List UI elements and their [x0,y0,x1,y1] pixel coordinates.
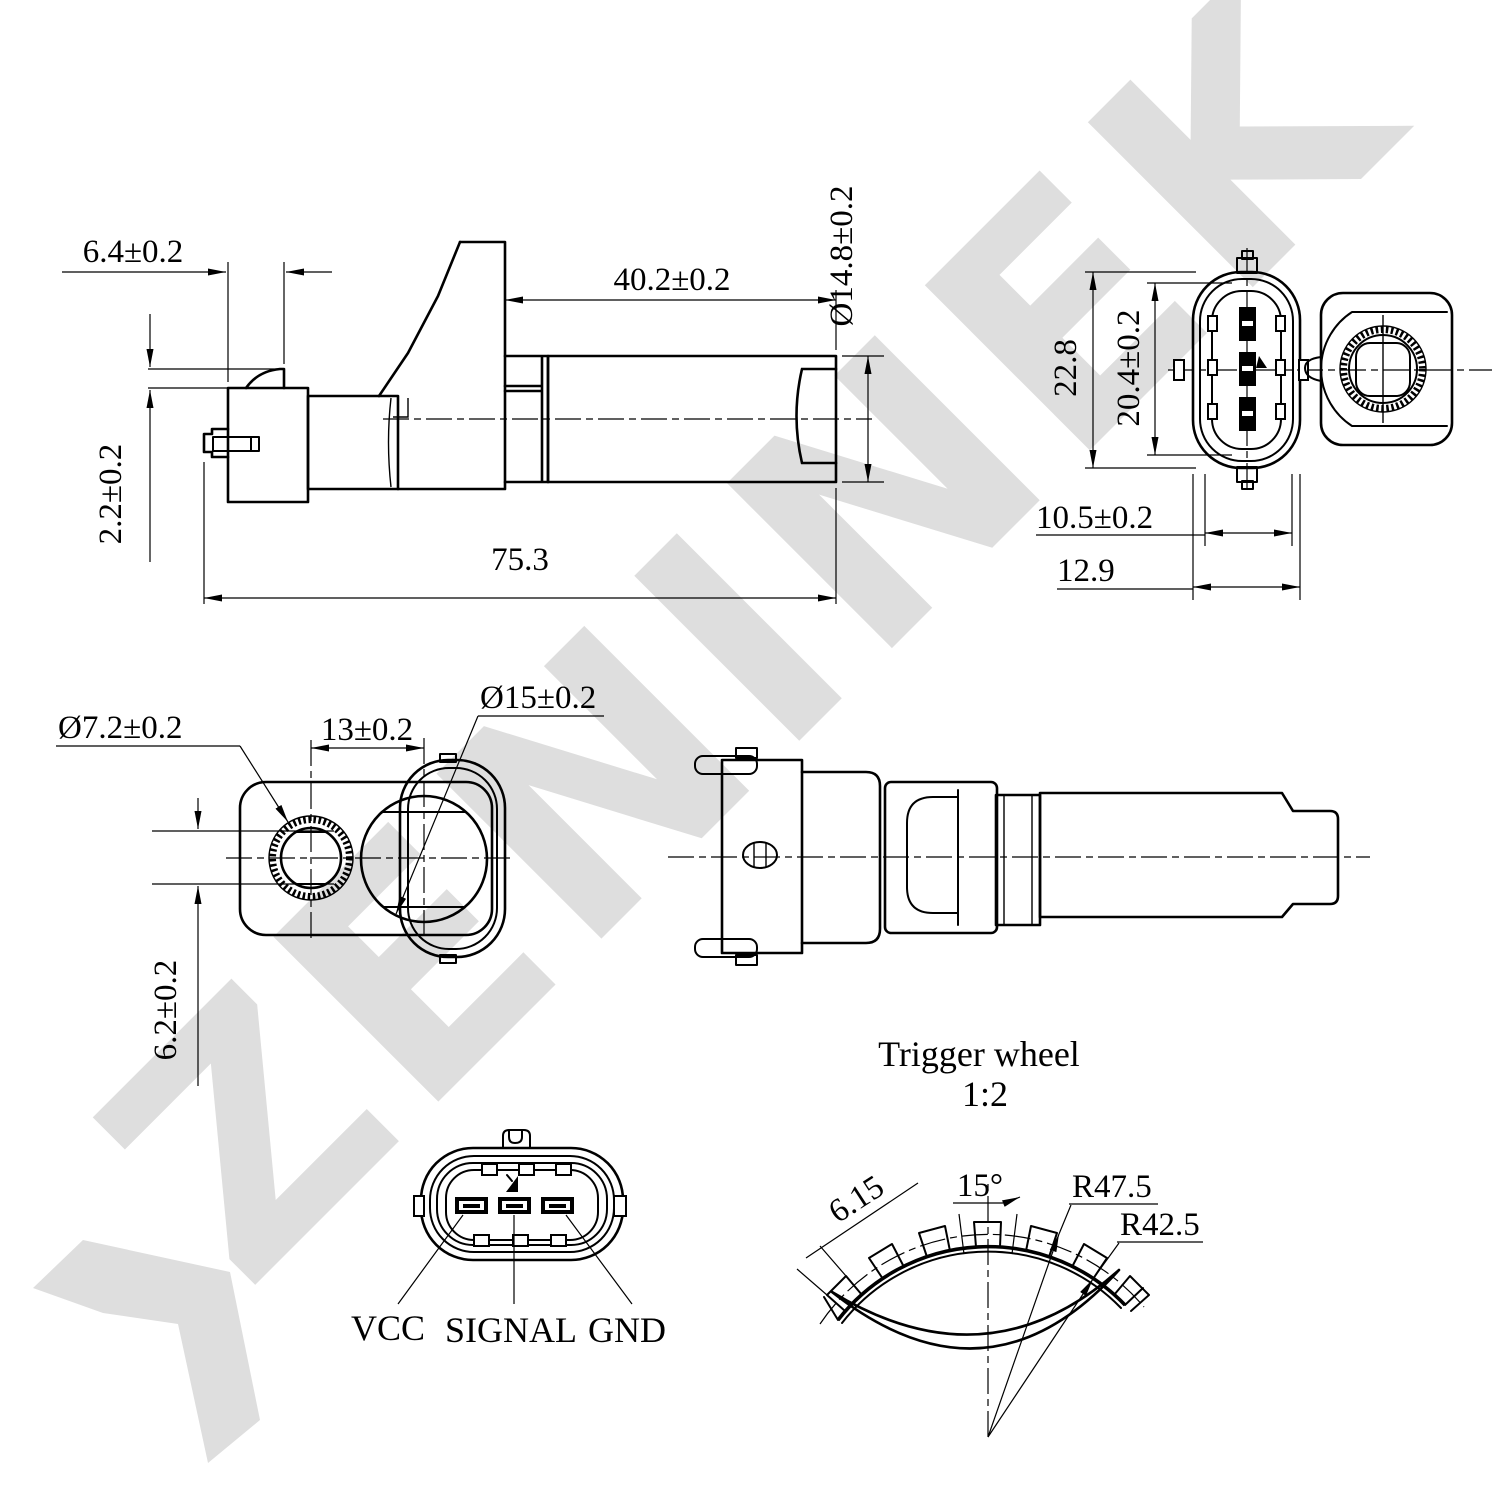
polarity-mark [1256,356,1267,368]
dim-pin-drop: 2.2±0.2 [93,444,129,545]
pin-label-vcc: VCC [351,1308,425,1348]
face-castellations [473,1163,572,1247]
rotated-side-view [668,747,1370,966]
boss-top-tab [439,753,457,763]
seal-ring-lines [1003,795,1033,925]
junction-rings [503,354,550,484]
side-view-dimensions: 6.4±0.2 2.2±0.2 40.2±0.2 Ø14.8±0.2 75.3 [62,186,884,604]
pitch-ticks [958,1213,1018,1255]
dim-overall-height: 22.8 [1048,339,1084,397]
dim-flat-height: 6.2±0.2 [148,960,184,1061]
trigger-wheel-view: Trigger wheel 1:2 15° 6.15 R47.5 R42.5 [796,1034,1203,1438]
neck-inner-line [387,397,392,488]
top-ear-nub [735,747,758,759]
connector-housing [226,386,310,504]
rim-inner-arc [841,1250,1122,1324]
extension-lines [1085,271,1301,600]
extension-lines [148,262,884,604]
dim-hole-diameter: Ø7.2±0.2 [58,710,182,746]
face-left-tab [413,1195,425,1217]
neck-section [306,394,400,491]
face-pins [455,1197,574,1214]
connector-castellations [1207,315,1286,420]
connector-end-view [1168,248,1492,494]
dim-overall-width: 12.9 [1057,553,1115,589]
dim-tooth-pitch: 15° [957,1168,1003,1204]
trigger-wheel-scale: 1:2 [962,1074,1008,1114]
barrel-with-tip [1038,791,1340,919]
dim-boss-diameter: Ø15±0.2 [480,680,596,716]
boss-profile [1320,311,1448,427]
top-ear [694,755,758,775]
latch-beak [244,367,286,390]
mounting-flange [396,240,507,491]
face-top-tab-slot [508,1129,523,1144]
watermark-text: ZENINEK [36,0,1470,1349]
body-nub [1304,356,1322,382]
top-tab-nub [1241,250,1254,260]
boss-bottom-tab [439,954,457,964]
latch-hole [742,841,778,869]
face-polarity-mark [506,1176,518,1192]
dim-outer-radius: R47.5 [1072,1169,1152,1205]
connector-pins-end [1239,307,1256,431]
terminal-pin-outline [202,427,230,459]
seal-ring [994,793,1042,927]
watermark-logo-chevron [33,1240,260,1463]
dim-center-distance: 13±0.2 [321,712,413,748]
top-view [226,738,514,964]
connector-mid-shell [1199,278,1294,462]
dim-inner-height: 20.4±0.2 [1111,309,1147,426]
face-polarity-tail [506,1174,513,1182]
latch-hole-bars [753,843,767,867]
right-side-tab [1298,359,1309,381]
trigger-wheel-title: Trigger wheel [878,1034,1080,1074]
pin-label-signal: SIGNAL [445,1310,577,1350]
dim-barrel-length: 40.2±0.2 [613,262,730,298]
dim-tooth-width: 6.15 [823,1169,891,1231]
barrel-end-cap [795,367,838,465]
dim-inner-width: 10.5±0.2 [1036,500,1153,536]
wheel-end-faces [823,1287,1144,1321]
side-view [202,240,872,504]
bottom-ear-nub [735,954,758,966]
rim-outer-arc [836,1244,1127,1322]
dim-pin-offset: 6.4±0.2 [83,234,184,270]
watermark: ZENINEK [33,0,1470,1463]
bottom-ear [694,938,758,958]
dim-barrel-diameter: Ø14.8±0.2 [824,186,860,327]
face-right-tab [613,1195,627,1217]
nut-curved-face [906,796,959,914]
step-section [800,770,882,945]
bottom-tab-nub [1241,480,1254,490]
tooth-width-lines [796,1182,919,1296]
connector-face-view: VCC SIGNAL GND [351,1129,666,1350]
hub-lens [830,1268,1121,1350]
dim-inner-radius: R42.5 [1120,1207,1200,1243]
pin-leader-lines [397,1214,633,1305]
terminal-pin-blade [212,436,260,452]
top-view-dimensions: 6.2±0.2 13±0.2 Ø7.2±0.2 Ø15±0.2 [56,680,604,1086]
pitch-arc [819,1233,1145,1325]
pin-label-gnd: GND [588,1310,666,1350]
flange-notch [393,398,409,418]
extension-lines [152,830,334,885]
face-top-tab [502,1129,531,1149]
left-side-tab [1173,359,1185,381]
dim-overall-length: 75.3 [491,542,549,578]
connector-block [720,758,804,955]
connector-end-dimensions: 22.8 20.4±0.2 10.5±0.2 12.9 [1036,271,1301,600]
flange-slant-edge [377,240,462,398]
